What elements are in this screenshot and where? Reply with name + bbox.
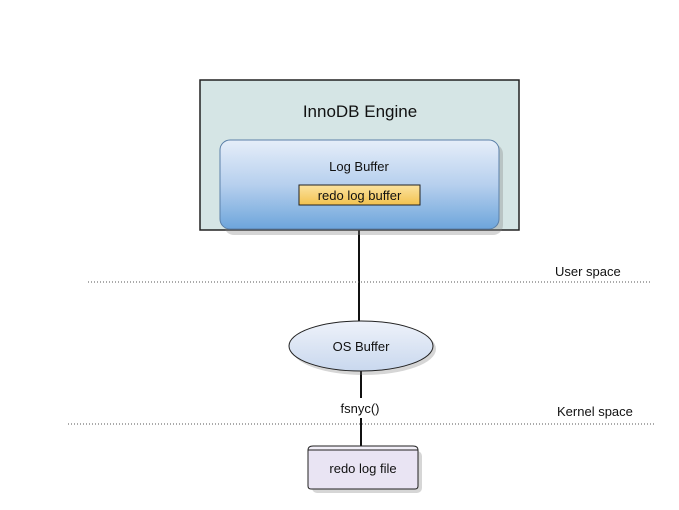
os-buffer-label: OS Buffer	[333, 339, 391, 354]
kernel-space-label: Kernel space	[557, 404, 633, 419]
redo-log-file-label: redo log file	[329, 461, 396, 476]
user-space-label: User space	[555, 264, 621, 279]
redo-log-buffer-label: redo log buffer	[318, 188, 402, 203]
fsync-call-label: fsnyc()	[341, 401, 380, 416]
log-buffer-title: Log Buffer	[329, 159, 389, 174]
os-buffer-node: OS Buffer	[288, 320, 436, 375]
redo-log-buffer-box: redo log buffer	[298, 184, 421, 206]
engine-title: InnoDB Engine	[303, 102, 417, 121]
redo-log-file-node: redo log file	[307, 445, 422, 493]
